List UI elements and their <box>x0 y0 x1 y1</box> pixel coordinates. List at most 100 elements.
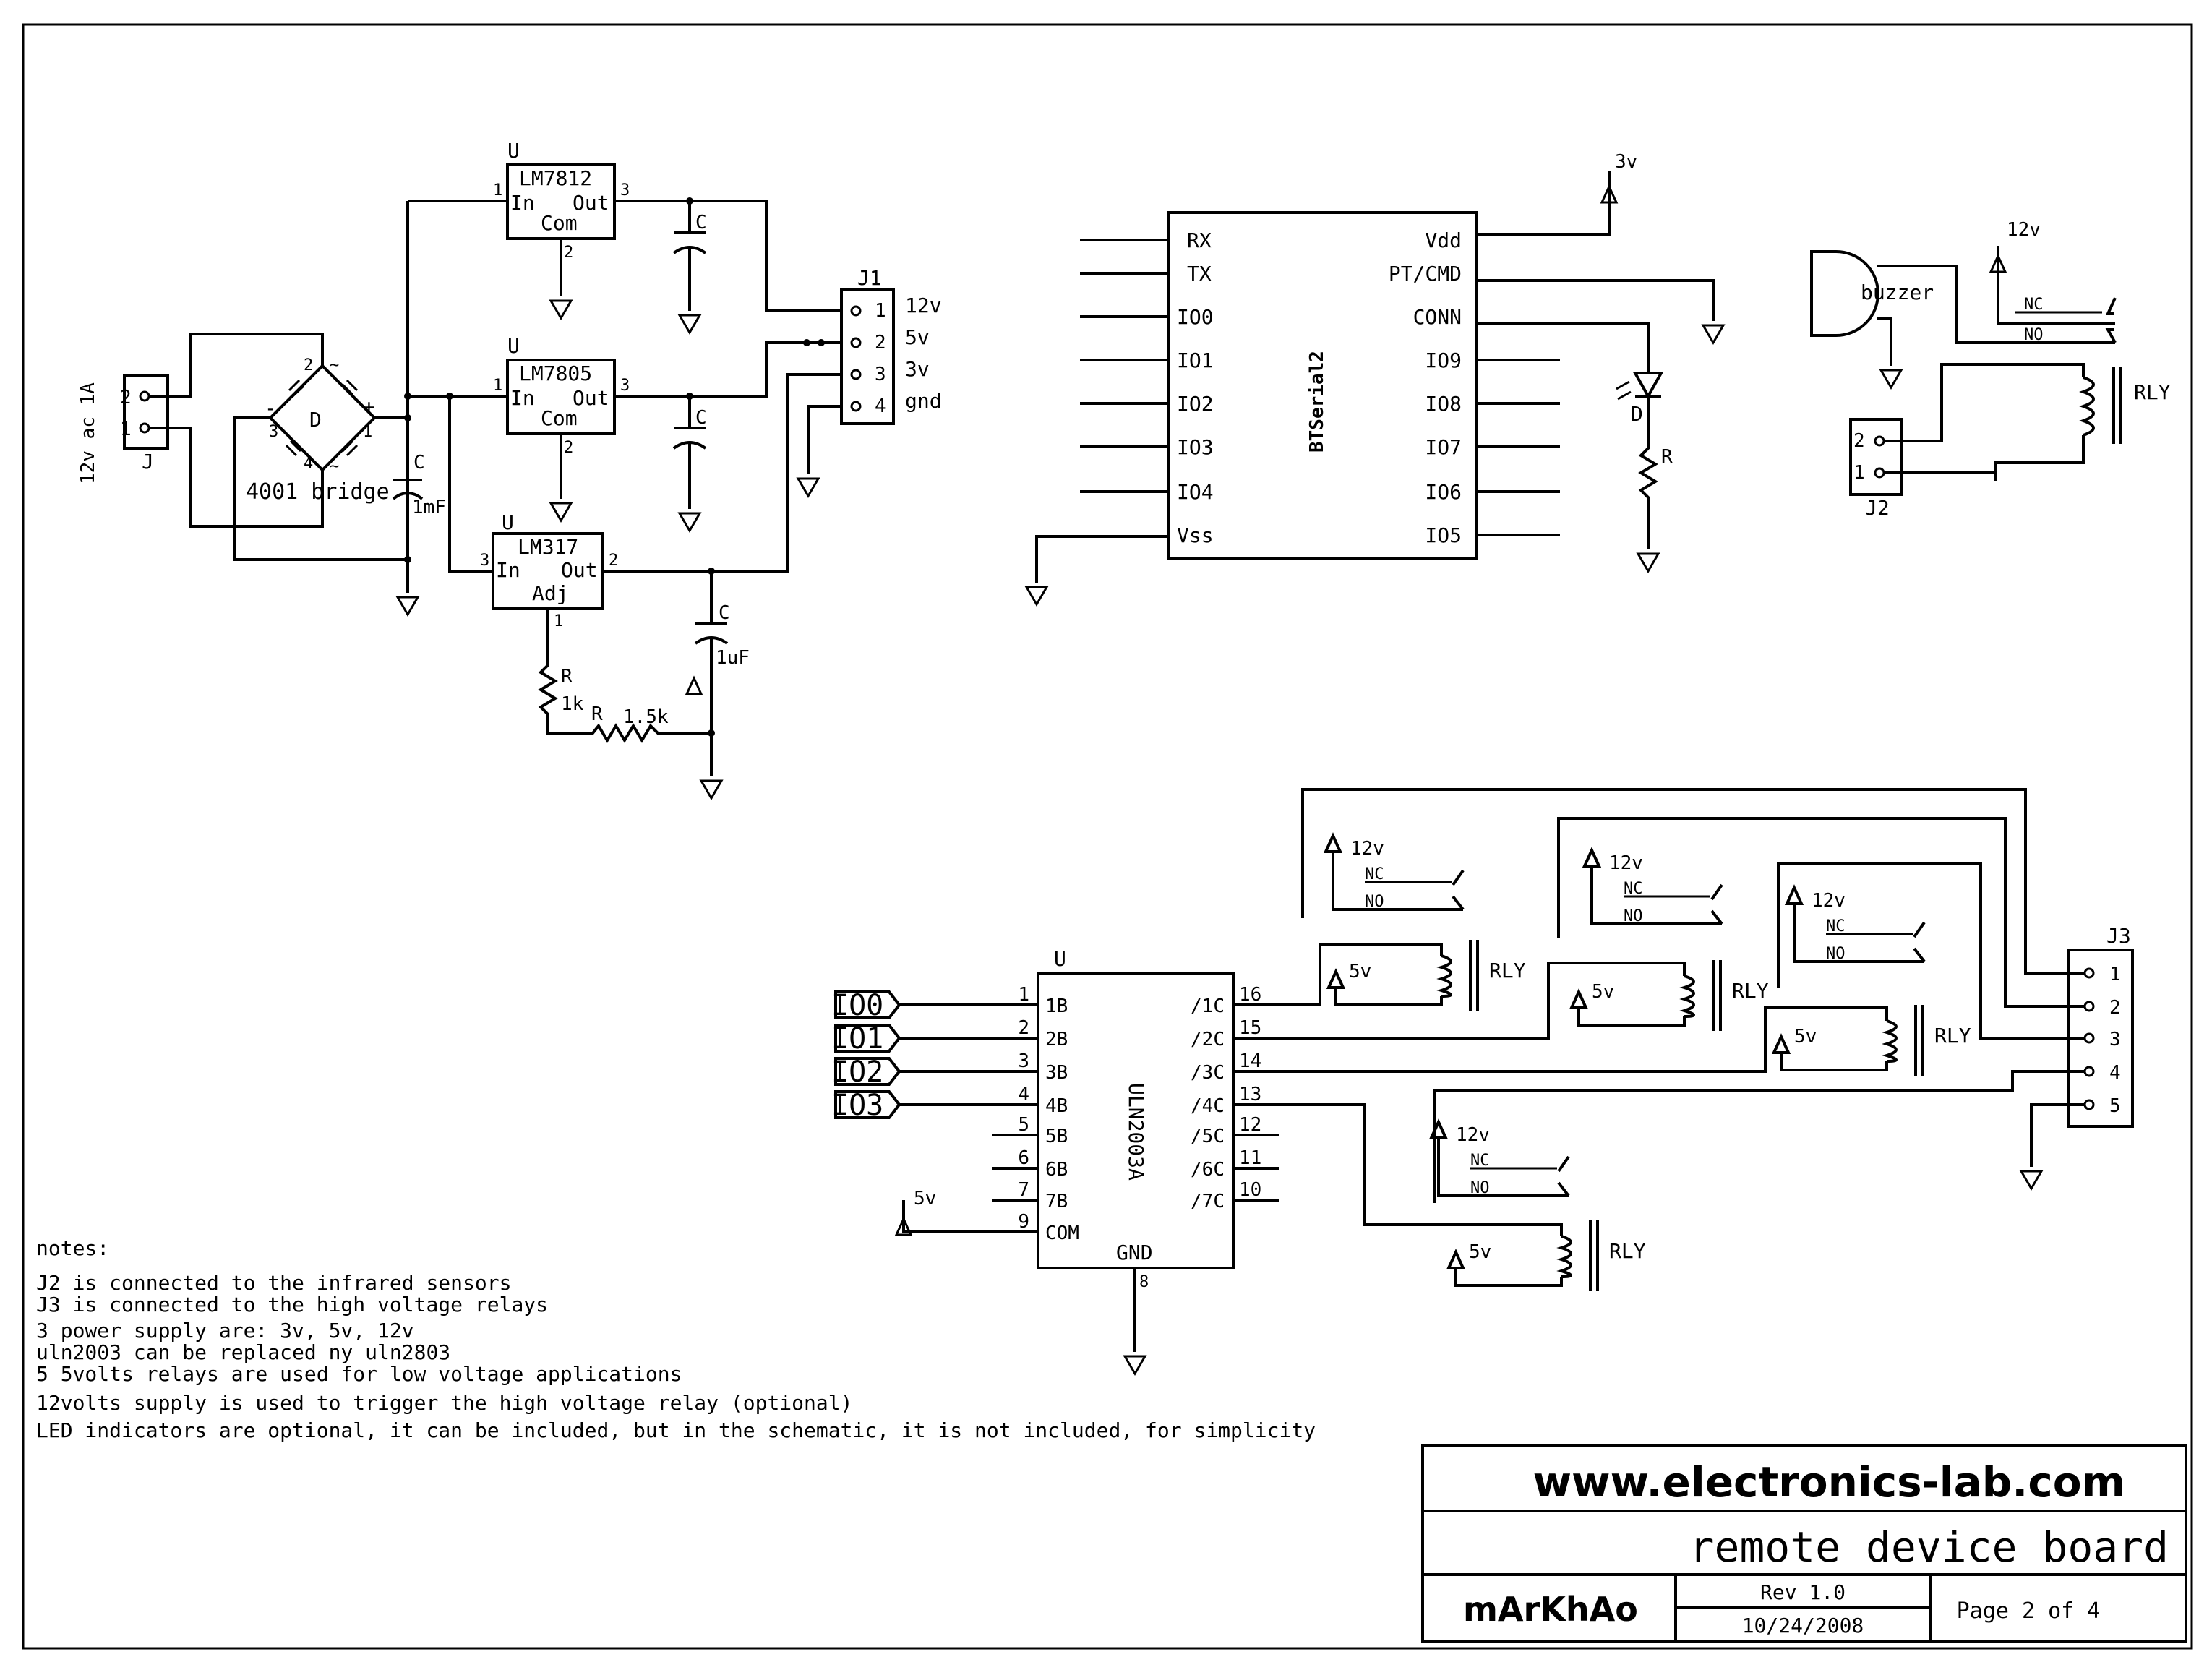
port-io3-label: IO3 <box>831 1089 883 1122</box>
note-line: J3 is connected to the high voltage rela… <box>36 1293 548 1316</box>
j2-ref: J2 <box>1865 496 1890 520</box>
relay-nc: NC <box>1624 880 1643 898</box>
reg-adj-pin-adj: 1 <box>554 612 563 630</box>
r2-ref: R <box>591 703 603 725</box>
bridge-pin3: 3 <box>269 423 278 441</box>
reg-adj-part: LM317 <box>518 535 578 559</box>
r1-ref: R <box>561 666 573 688</box>
buzzer-section: buzzer 12v NC NO RLY 2 1 J2 <box>1810 219 2171 520</box>
uln-out-1c: /1C <box>1191 995 1225 1017</box>
r2-value: 1.5k <box>623 706 669 728</box>
author: mArKhAo <box>1463 1590 1638 1629</box>
note-line: 3 power supply are: 3v, 5v, 12v <box>36 1319 414 1343</box>
j3-pin5: 5 <box>2109 1095 2121 1117</box>
reg5-com: Com <box>541 406 578 430</box>
reg-adj-pin-in: 3 <box>480 552 489 570</box>
j2-pin2: 2 <box>1853 430 1865 452</box>
drawing-title: remote device board <box>1689 1523 2169 1572</box>
uln-in-pin-2: 2 <box>1018 1017 1029 1039</box>
uln-in-5b: 5B <box>1045 1126 1068 1147</box>
j1-label-5v: 5v <box>905 325 930 349</box>
relay-contact-supply: 12v <box>1609 852 1643 874</box>
bridge-pin-top: 2 <box>304 356 313 374</box>
bridge-pin4: 4 <box>304 455 313 473</box>
uln-in-pin-3: 3 <box>1018 1050 1029 1072</box>
note-line: 12volts supply is used to trigger the hi… <box>36 1391 852 1415</box>
uln-in-7b: 7B <box>1045 1191 1068 1212</box>
reg12-cap-ref: C <box>695 212 707 234</box>
relay-contact-supply: 12v <box>1456 1124 1490 1146</box>
bt-supply-3v: 3v <box>1615 151 1637 173</box>
port-flag-io1: IO1 <box>831 1022 901 1055</box>
bt-pin-io4: IO4 <box>1177 480 1214 504</box>
j1-pin2: 2 <box>875 332 886 354</box>
bt-pin-io6: IO6 <box>1425 480 1462 504</box>
regulator-lm317: U LM317 In Out Adj 3 2 1 <box>480 510 618 630</box>
bt-pin-io9: IO9 <box>1425 348 1462 372</box>
reg12-in: In <box>510 191 535 215</box>
uln-out-2c: /2C <box>1191 1029 1225 1050</box>
reg-adj-cap-ref: C <box>719 602 730 624</box>
filter-capacitor: C 1mF <box>392 452 446 518</box>
port-io2-label: IO2 <box>831 1055 883 1089</box>
j-pin2: 2 <box>120 387 132 408</box>
relay-contact-supply: 12v <box>1350 838 1384 860</box>
uln-in-2b: 2B <box>1045 1029 1068 1050</box>
bridge-plus: + <box>363 395 375 419</box>
reg5-ref: U <box>507 334 520 358</box>
relay-label: RLY <box>1489 959 1526 982</box>
uln-in-pin-7: 7 <box>1018 1179 1029 1201</box>
j1-pin4: 4 <box>875 395 886 417</box>
port-flags: IO0 IO1 IO2 IO3 <box>831 989 901 1122</box>
reg5-out: Out <box>573 386 609 410</box>
relay-no: NO <box>1826 945 1846 963</box>
j3-pin1: 1 <box>2109 964 2121 985</box>
bridge-ac-mark: ~ <box>330 356 339 374</box>
uln-out-4c: /4C <box>1191 1095 1225 1117</box>
port-flag-io2: IO2 <box>831 1055 901 1089</box>
bridge-rectifier: 2 ~ ~ - + 3 1 4 D 4001 bridge <box>246 356 390 505</box>
j1-label-gnd: gnd <box>905 389 942 413</box>
reg12-com: Com <box>541 211 578 235</box>
reg-adj-cap-value: 1uF <box>716 647 750 669</box>
relay-contact-supply: 12v <box>1812 890 1846 912</box>
j1-label-3v: 3v <box>905 357 930 381</box>
relay-no: NO <box>1365 893 1384 911</box>
sheet-border <box>22 23 2193 1650</box>
reg12-ref: U <box>507 139 520 163</box>
reg5-in: In <box>510 386 535 410</box>
bridge-ac-mark-2: ~ <box>330 458 339 476</box>
r1-value: 1k <box>561 693 584 715</box>
notes: notes: J2 is connected to the infrared s… <box>36 1236 1316 1442</box>
j3-pin4: 4 <box>2109 1062 2121 1084</box>
j3-ref: J3 <box>2106 924 2131 948</box>
bt-pin-tx: TX <box>1187 262 1212 286</box>
filter-cap-value: 1mF <box>412 497 446 518</box>
reg-adj-adj: Adj <box>532 581 569 605</box>
reg12-out: Out <box>573 191 609 215</box>
j2-pin1: 1 <box>1853 462 1865 484</box>
buzzer-nc: NC <box>2024 296 2044 314</box>
relay-label: RLY <box>1732 979 1769 1003</box>
bt-module-ref: BTSerial2 <box>1306 351 1328 453</box>
bt-pin-io8: IO8 <box>1425 392 1462 416</box>
uln-out-pin-16: 16 <box>1239 984 1261 1006</box>
reg12-part: LM7812 <box>519 166 592 190</box>
note-line: uln2003 can be replaced ny uln2803 <box>36 1340 450 1364</box>
uln-in-3b: 3B <box>1045 1062 1068 1084</box>
j-pin1: 1 <box>120 419 132 440</box>
bridge-label: 4001 bridge <box>246 479 390 505</box>
uln-out-3c: /3C <box>1191 1062 1225 1084</box>
reg-adj-ref: U <box>502 510 514 534</box>
reg12-pin-out: 3 <box>620 181 630 200</box>
bridge-pin1: 1 <box>363 423 372 441</box>
note-line: J2 is connected to the infrared sensors <box>36 1271 511 1295</box>
uln-driver <box>1037 972 1235 1269</box>
reg5-cap-ref: C <box>695 407 707 429</box>
